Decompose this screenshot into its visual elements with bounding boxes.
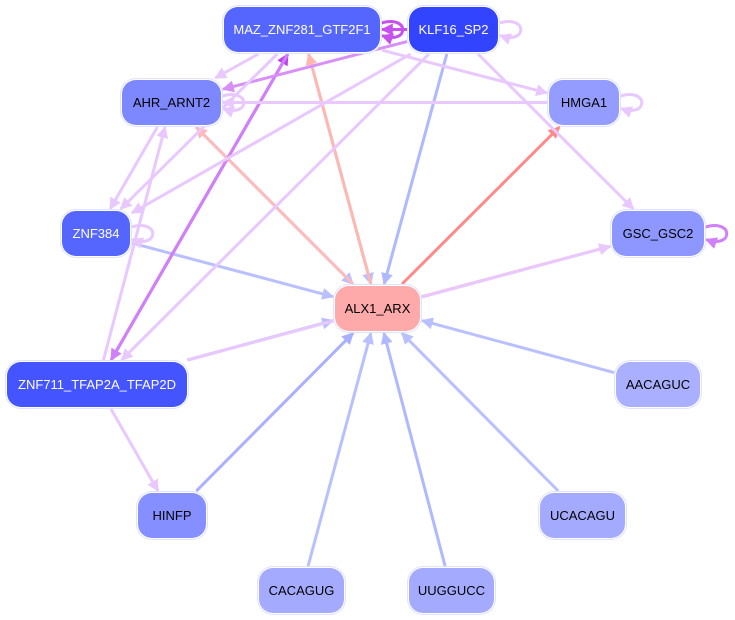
node-label: HINFP [152,508,192,523]
node-label: AHR_ARNT2 [132,95,211,110]
node-ahr-arnt2[interactable]: AHR_ARNT2 [122,80,221,125]
edge-hinfp-to-alx1_arx [195,331,355,493]
node-cacagug[interactable]: CACAGUG [259,568,344,613]
edge-ahr_arnt2-to-ahr_arnt2 [220,93,246,118]
node-label: MAZ_ZNF281_GTF2F1 [233,22,371,37]
edge-aacaguc-to-alx1_arx [420,317,615,375]
node-label: UUGGUCC [417,583,486,598]
edge-klf16_sp2-to-klf16_sp2 [497,20,523,45]
node-label: ZNF384 [72,226,120,241]
edge-ahr_arnt2-to-znf384 [108,126,159,211]
edge-alx1_arx-to-ahr_arnt2 [194,125,355,286]
edge-hmga1-to-hmga1 [618,93,644,118]
node-label: UCACAGU [549,508,615,523]
edge-maz_znf281_gtf2f1-to-hmga1 [381,48,549,97]
edge-klf16_sp2-to-znf384 [130,52,412,215]
edge-cacagug-to-alx1_arx [306,331,374,567]
edge-klf16_sp2-to-gsc_gsc2 [477,52,635,211]
node-label: GSC_GSC2 [622,226,694,241]
edge-alx1_arx-to-hmga1 [400,125,561,286]
node-znf711-tfap2a-tfap2d[interactable]: ZNF711_TFAP2A_TFAP2D [7,362,187,407]
edge-znf711_tfap2a_tfap2d-to-hinfp [109,408,160,493]
edge-maz_znf281_gtf2f1-to-znf711_tfap2a_tfap2d [109,53,290,362]
edges-layer [102,20,729,567]
edge-maz_znf281_gtf2f1-to-ahr_arnt2 [214,52,259,80]
node-uuggucc[interactable]: UUGGUCC [409,568,494,613]
edge-znf384-to-znf384 [129,224,155,249]
edge-alx1_arx-to-maz_znf281_gtf2f1 [305,52,373,285]
node-label: ALX1_ARX [344,301,411,316]
edge-maz_znf281_gtf2f1-to-znf384 [119,52,279,211]
node-gsc-gsc2[interactable]: GSC_GSC2 [612,211,704,256]
node-ucacagu[interactable]: UCACAGU [540,493,625,538]
edge-uuggucc-to-alx1_arx [380,331,447,567]
edge-klf16_sp2-to-alx1_arx [381,53,449,286]
node-label: KLF16_SP2 [418,22,489,37]
node-alx1-arx[interactable]: ALX1_ARX [335,286,420,331]
edge-klf16_sp2-to-znf711_tfap2a_tfap2d [120,52,430,362]
edge-maz_znf281_gtf2f1-to-maz_znf281_gtf2f1 [379,20,405,45]
node-label: AACAGUC [625,377,691,392]
node-aacaguc[interactable]: AACAGUC [616,362,700,407]
edge-gsc_gsc2-to-gsc_gsc2 [703,224,729,249]
node-hinfp[interactable]: HINFP [138,493,206,538]
node-label: CACAGUG [268,583,335,598]
node-znf384[interactable]: ZNF384 [62,211,130,256]
node-hmga1[interactable]: HMGA1 [549,80,619,125]
edge-klf16_sp2-to-ahr_arnt2 [221,40,408,93]
edge-ucacagu-to-alx1_arx [400,331,560,493]
node-label: HMGA1 [560,95,608,110]
node-label: ZNF711_TFAP2A_TFAP2D [18,377,176,392]
edge-znf384-to-alx1_arx [131,241,335,300]
node-klf16-sp2[interactable]: KLF16_SP2 [409,7,498,52]
node-maz-znf281-gtf2f1[interactable]: MAZ_ZNF281_GTF2F1 [224,7,380,52]
